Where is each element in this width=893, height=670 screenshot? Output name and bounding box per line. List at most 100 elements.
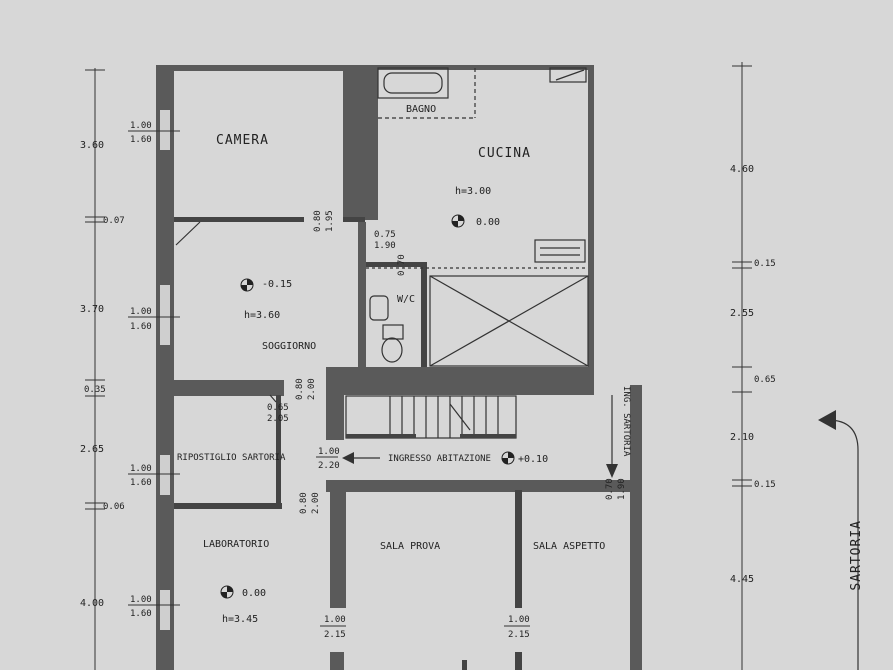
- level-symbol-soggiorno: [240, 278, 254, 292]
- door-camera-w: 0.80: [313, 210, 323, 232]
- door-ripostiglio-w: 0.65: [267, 403, 289, 413]
- window-sala-prova-w: 1.00: [324, 615, 346, 625]
- right-dim-1: 4.60: [730, 164, 754, 175]
- right-dim-2: 0.15: [754, 259, 776, 269]
- ingresso-arrow: [342, 452, 380, 464]
- door-soggiorno-h: 2.00: [307, 378, 317, 400]
- wall-sala-partition: [515, 490, 522, 608]
- left-dim-6: 0.06: [103, 502, 125, 512]
- level-laboratorio-h: h=3.45: [222, 614, 258, 625]
- wall-ripostiglio-right: [276, 395, 281, 505]
- door-camera-h: 1.95: [325, 210, 335, 232]
- door-wc-a-h: 1.90: [374, 241, 396, 251]
- bathtub: [377, 67, 449, 99]
- staircase: [345, 395, 517, 439]
- wall-camera-bottom: [174, 217, 304, 222]
- room-label-ing-sartoria: ING. SARTORIA: [621, 386, 631, 457]
- level-symbol-laboratorio: [220, 585, 234, 599]
- wall-bottom-stub-1: [330, 652, 344, 670]
- stove: [534, 239, 586, 263]
- left-dim-7: 4.00: [80, 598, 104, 609]
- level-cucina-value: 0.00: [476, 217, 500, 228]
- level-soggiorno-value: -0.15: [262, 279, 292, 290]
- left-dim-5: 2.65: [80, 444, 104, 455]
- left-dimension-line: [85, 68, 105, 670]
- wall-wc-top: [366, 262, 426, 267]
- wall-core: [326, 367, 594, 395]
- sartoria-arrow: [818, 410, 859, 670]
- room-label-laboratorio: LABORATORIO: [203, 539, 269, 550]
- wall-top: [156, 65, 346, 71]
- room-label-ripostiglio: RIPOSTIGLIO SARTORIA: [177, 453, 286, 463]
- level-ingresso-value: +0.10: [518, 454, 548, 465]
- level-symbol-cucina: [451, 214, 465, 228]
- wall-bottom-stub-3: [462, 660, 467, 670]
- level-laboratorio-value: 0.00: [242, 588, 266, 599]
- window-sala-aspetto-w: 1.00: [508, 615, 530, 625]
- ing-sartoria-arrow: [606, 395, 618, 478]
- right-dim-5: 2.10: [730, 432, 754, 443]
- room-label-ingresso: INGRESSO ABITAZIONE: [388, 454, 491, 464]
- door-laboratorio-w: 0.80: [299, 492, 309, 514]
- window-ripostiglio-h: 1.60: [130, 478, 152, 488]
- right-dim-7: 4.45: [730, 574, 754, 585]
- wall-right-cucina: [588, 65, 594, 385]
- wc-toilet: [381, 337, 403, 363]
- wall-lab-top-2: [326, 480, 636, 492]
- door-sartoria-w: 0.70: [605, 478, 615, 500]
- window-ingresso-h: 2.20: [318, 461, 340, 471]
- door-laboratorio-h: 2.00: [311, 492, 321, 514]
- wall-wc-right: [421, 262, 427, 370]
- wall-soggiorno-right: [358, 222, 366, 367]
- wall-camera-cucina: [343, 65, 378, 220]
- room-label-soggiorno: SOGGIORNO: [262, 341, 316, 352]
- wall-core-left: [326, 380, 344, 440]
- room-label-sala-prova: SALA PROVA: [380, 541, 440, 552]
- window-soggiorno-h: 1.60: [130, 322, 152, 332]
- window-soggiorno-w: 1.00: [130, 307, 152, 317]
- window-ingresso-w: 1.00: [318, 447, 340, 457]
- window-ripostiglio: [160, 455, 170, 495]
- left-dim-2: 0.07: [103, 216, 125, 226]
- room-label-camera: CAMERA: [216, 133, 269, 148]
- room-label-wc: W/C: [397, 294, 415, 305]
- right-dimension-line: [732, 62, 752, 670]
- door-wc-b-w: 0.70: [397, 254, 407, 276]
- kitchen-sink: [549, 67, 587, 83]
- window-ripostiglio-w: 1.00: [130, 464, 152, 474]
- wall-left-exterior: [156, 65, 174, 670]
- window-sala-prova-h: 2.15: [324, 630, 346, 640]
- door-sartoria-h: 1.90: [617, 478, 627, 500]
- left-dim-3: 3.70: [80, 304, 104, 315]
- left-dim-1: 3.60: [80, 140, 104, 151]
- right-dim-4: 0.65: [754, 375, 776, 385]
- wall-sala-prova-left: [330, 490, 346, 608]
- window-camera-h: 1.60: [130, 135, 152, 145]
- left-dim-4: 0.35: [84, 385, 106, 395]
- wall-lab-top: [174, 503, 282, 509]
- door-soggiorno-w: 0.80: [295, 378, 305, 400]
- level-soggiorno-h: h=3.60: [244, 310, 280, 321]
- window-laboratorio: [160, 590, 170, 630]
- door-ripostiglio-h: 2.05: [267, 414, 289, 424]
- window-laboratorio-w: 1.00: [130, 595, 152, 605]
- door-wc-a-w: 0.75: [374, 230, 396, 240]
- room-label-sartoria: SARTORIA: [849, 520, 864, 591]
- window-soggiorno: [160, 285, 170, 345]
- right-dim-6: 0.15: [754, 480, 776, 490]
- window-sala-aspetto-h: 2.15: [508, 630, 530, 640]
- window-camera-w: 1.00: [130, 121, 152, 131]
- room-label-cucina: CUCINA: [478, 146, 531, 161]
- wall-below-soggiorno: [174, 380, 284, 396]
- room-label-sala-aspetto: SALA ASPETTO: [533, 541, 605, 552]
- wall-camera-bottom-2: [343, 217, 365, 222]
- wc-sink: [369, 295, 389, 321]
- window-laboratorio-h: 1.60: [130, 609, 152, 619]
- window-camera: [160, 110, 170, 150]
- wall-bottom-stub-2: [515, 652, 522, 670]
- room-label-bagno: BAGNO: [406, 104, 436, 115]
- stair-shaft: [429, 275, 589, 367]
- level-symbol-ingresso: [501, 451, 515, 465]
